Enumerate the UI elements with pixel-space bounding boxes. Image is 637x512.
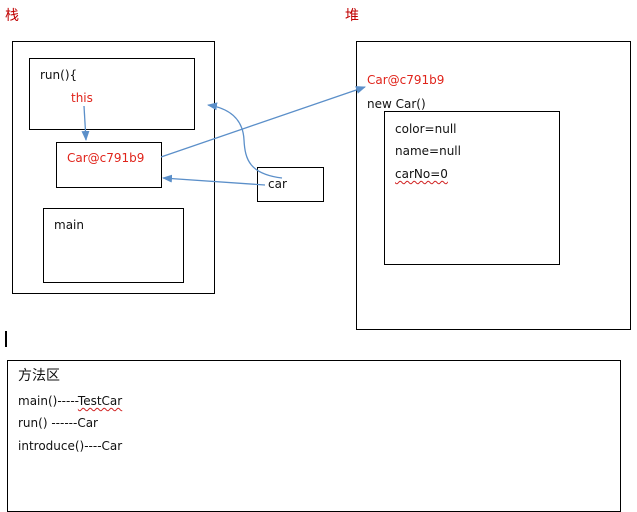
field-carno: carNo=0 <box>395 167 448 181</box>
method-signature: main()----- <box>18 394 78 408</box>
method-signature: introduce()---- <box>18 439 102 453</box>
method-area-title: 方法区 <box>18 368 60 384</box>
method-signature: run() ------ <box>18 416 78 430</box>
method-owner: Car <box>77 416 98 430</box>
heap-constructor: new Car() <box>367 97 426 111</box>
method-entry: introduce()----Car <box>18 439 122 453</box>
field-name: name=null <box>395 144 461 158</box>
text-cursor <box>5 331 7 347</box>
heap-label: 堆 <box>345 8 359 24</box>
method-owner: Car <box>101 439 123 453</box>
method-owner: TestCar <box>77 394 123 408</box>
this-label: this <box>71 91 93 105</box>
main-frame <box>43 208 184 283</box>
field-color: color=null <box>395 122 457 136</box>
stack-label: 栈 <box>5 8 19 24</box>
run-frame-title: run(){ <box>40 68 78 82</box>
car-variable-name: car <box>268 177 287 191</box>
method-entry: run() ------Car <box>18 416 98 430</box>
method-entry: main()-----TestCar <box>18 394 122 408</box>
reference-address: Car@c791b9 <box>67 151 145 165</box>
heap-object-address: Car@c791b9 <box>367 73 445 87</box>
car-object-box <box>384 111 560 265</box>
method-area-region <box>7 360 621 512</box>
main-frame-title: main <box>54 218 84 232</box>
reference-box <box>56 142 162 188</box>
